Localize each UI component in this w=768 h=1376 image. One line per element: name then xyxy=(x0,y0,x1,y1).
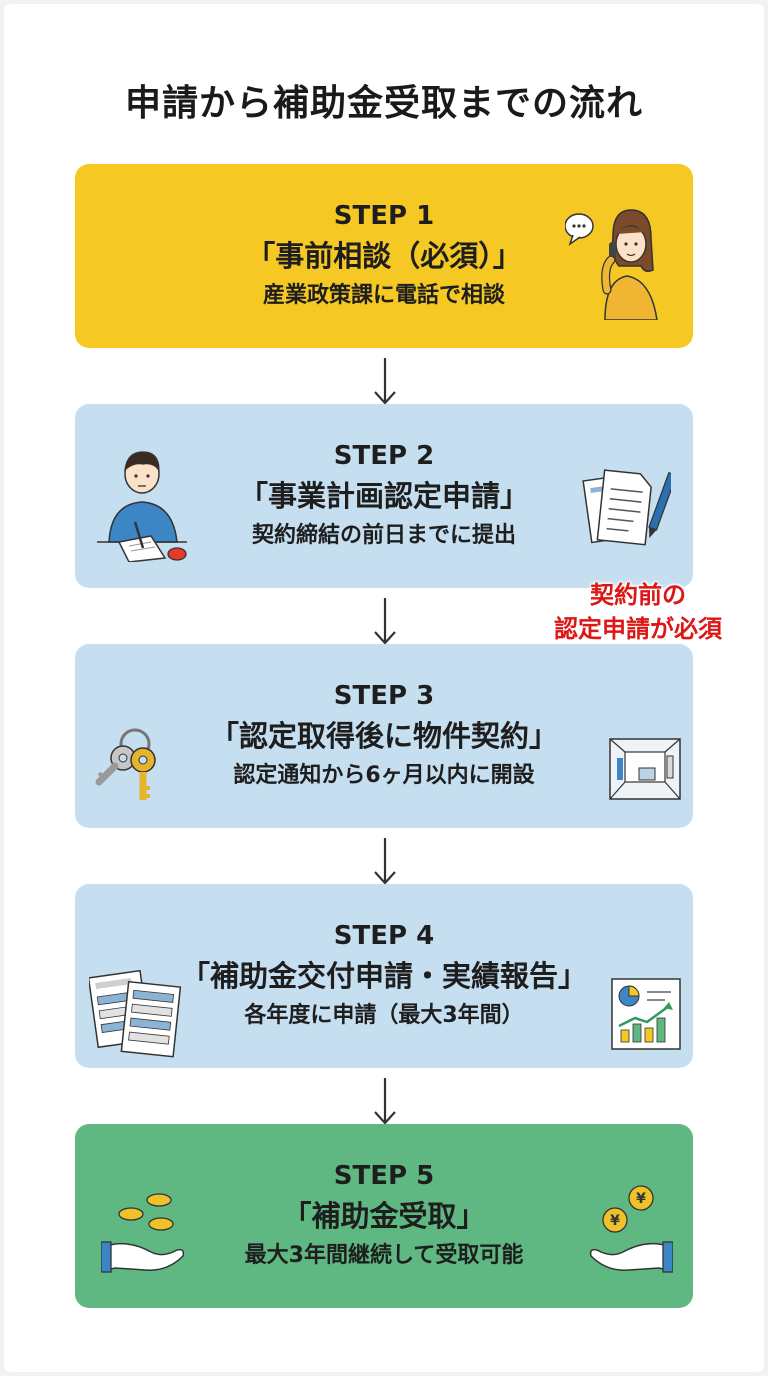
growth-chart-icon xyxy=(611,978,681,1050)
documents-pen-icon xyxy=(582,469,671,546)
warning-note: 契約前の 認定申請が必須 xyxy=(520,578,756,646)
arrow-down-icon xyxy=(374,838,396,885)
step-4-card: STEP 4 「補助金交付申請・実績報告」 各年度に申請（最大3年間） xyxy=(75,884,693,1068)
step-5-label: STEP 5 xyxy=(333,1161,435,1191)
room-interior-icon xyxy=(609,738,681,800)
step-3-card: STEP 3 「認定取得後に物件契約」 認定通知から6ヶ月以内に開設 xyxy=(75,644,693,828)
step-4-label: STEP 4 xyxy=(333,921,435,951)
arrow-down-icon xyxy=(374,598,396,645)
step-5-name: 「補助金受取」 xyxy=(282,1199,486,1233)
step-3-label: STEP 3 xyxy=(333,681,435,711)
step-1-card: STEP 1 「事前相談（必須）」 産業政策課に電話で相談 xyxy=(75,164,693,348)
step-1-desc: 産業政策課に電話で相談 xyxy=(262,283,505,308)
step-3-name: 「認定取得後に物件契約」 xyxy=(209,719,558,753)
forms-icon xyxy=(89,969,182,1058)
man-writing-icon xyxy=(97,451,187,562)
arrow-down-icon xyxy=(374,358,396,405)
step-3-desc: 認定通知から6ヶ月以内に開設 xyxy=(233,763,535,788)
warning-note-line-2: 認定申請が必須 xyxy=(554,615,722,643)
keys-icon xyxy=(95,728,156,800)
warning-note-line-1: 契約前の xyxy=(590,581,686,609)
step-4-name: 「補助金交付申請・実績報告」 xyxy=(180,959,587,993)
step-1-label: STEP 1 xyxy=(333,201,435,231)
step-2-name: 「事業計画認定申請」 xyxy=(238,479,529,513)
svg-text:¥: ¥ xyxy=(610,1213,620,1229)
step-2-card: STEP 2 「事業計画認定申請」 契約締結の前日までに提出 xyxy=(75,404,693,588)
step-2-desc: 契約締結の前日までに提出 xyxy=(251,523,516,548)
step-5-desc: 最大3年間継続して受取可能 xyxy=(244,1243,524,1268)
step-2-label: STEP 2 xyxy=(333,441,435,471)
step-4-desc: 各年度に申請（最大3年間） xyxy=(244,1003,524,1028)
yen-coins-hand-icon: ¥ ¥ xyxy=(589,1185,673,1273)
arrow-down-icon xyxy=(374,1078,396,1125)
phone-call-woman-icon xyxy=(565,209,658,320)
step-1-name: 「事前相談（必須）」 xyxy=(246,239,522,273)
coins-hand-icon xyxy=(101,1193,185,1273)
step-5-card: STEP 5 「補助金受取」 最大3年間継続して受取可能 ¥ ¥ xyxy=(75,1124,693,1308)
page-title: 申請から補助金受取までの流れ xyxy=(124,83,643,124)
svg-text:¥: ¥ xyxy=(636,1191,646,1207)
